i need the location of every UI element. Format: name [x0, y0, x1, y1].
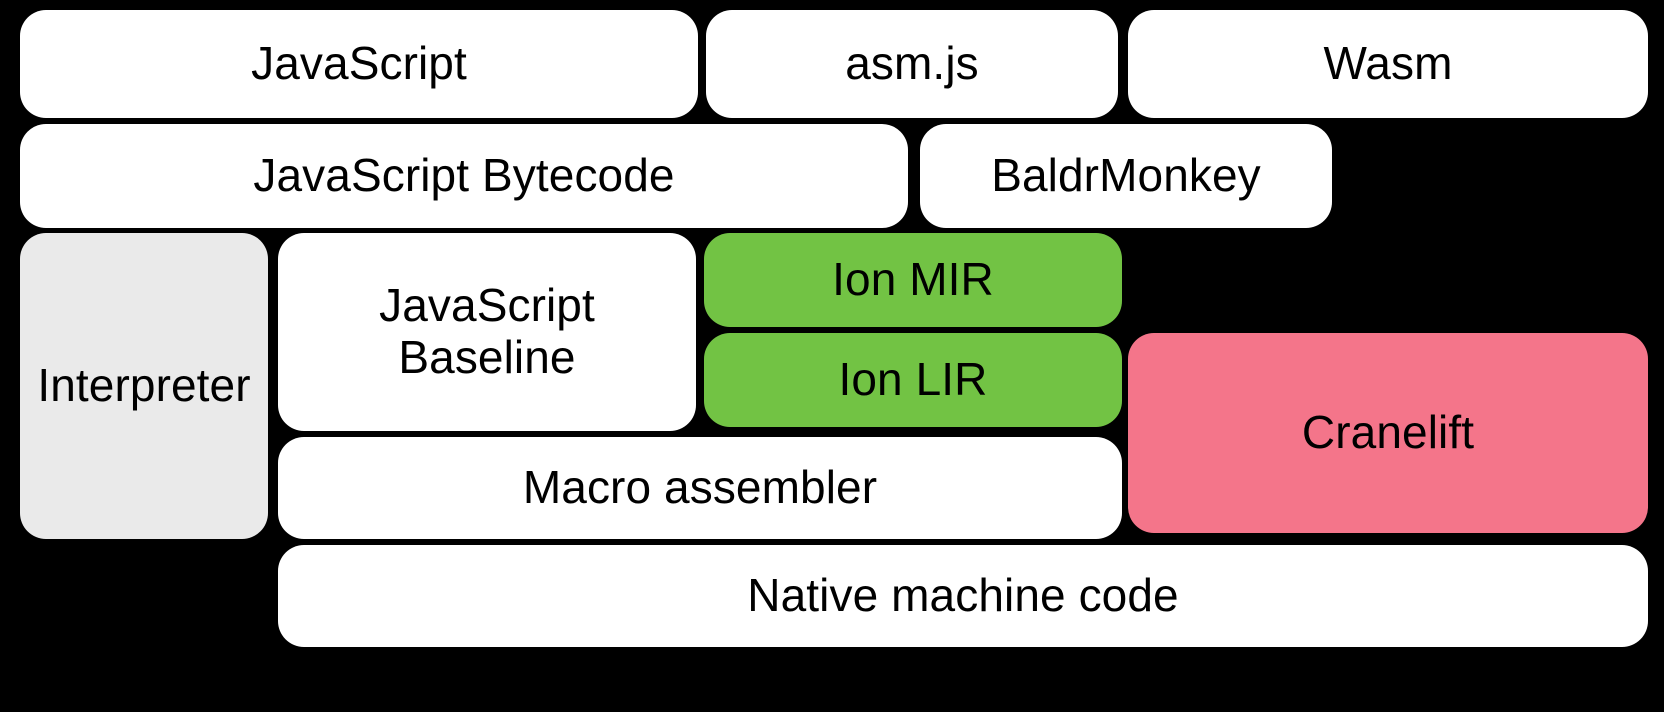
node-wasm[interactable]: Wasm — [1128, 10, 1648, 118]
node-macro-assembler[interactable]: Macro assembler — [278, 437, 1122, 539]
node-javascript[interactable]: JavaScript — [20, 10, 698, 118]
node-interpreter[interactable]: Interpreter — [20, 233, 268, 539]
node-javascript-baseline[interactable]: JavaScript Baseline — [278, 233, 696, 431]
node-ion-mir[interactable]: Ion MIR — [704, 233, 1122, 327]
node-ion-lir[interactable]: Ion LIR — [704, 333, 1122, 427]
node-javascript-bytecode[interactable]: JavaScript Bytecode — [20, 124, 908, 228]
node-baldrmonkey[interactable]: BaldrMonkey — [920, 124, 1332, 228]
node-cranelift[interactable]: Cranelift — [1128, 333, 1648, 533]
node-native-machine-code[interactable]: Native machine code — [278, 545, 1648, 647]
node-asm-js[interactable]: asm.js — [706, 10, 1118, 118]
